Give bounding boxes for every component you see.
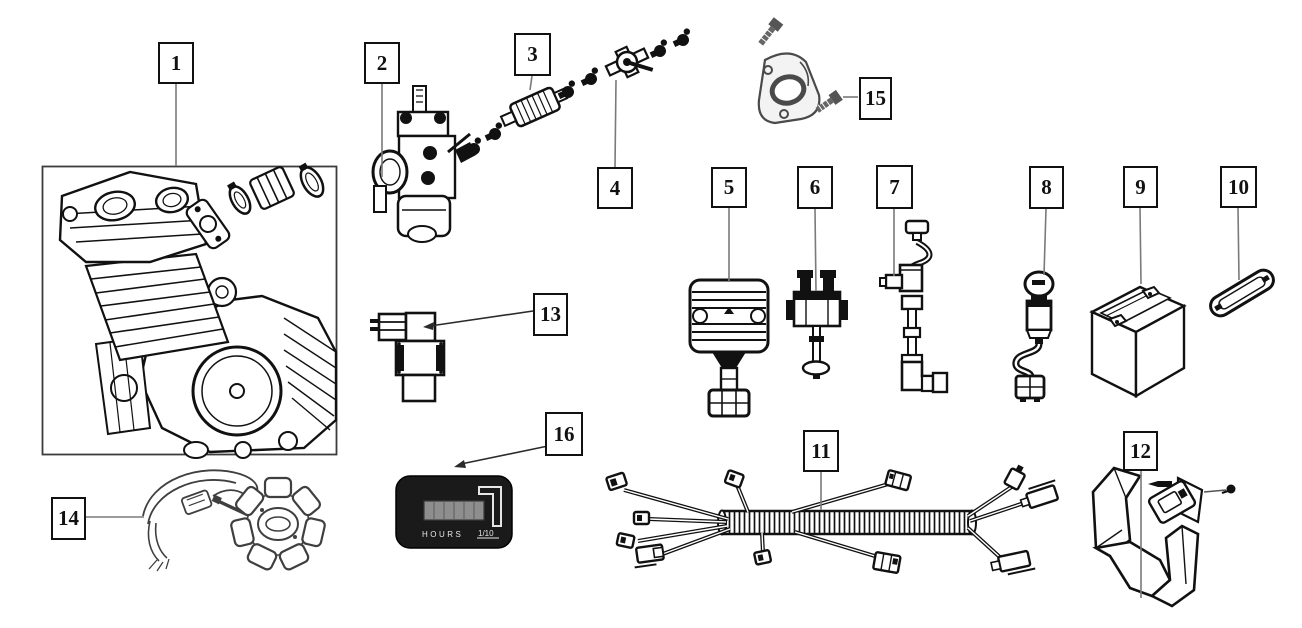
- callout-8[interactable]: 8: [1029, 166, 1064, 209]
- cdi-unit-drawing: [370, 311, 446, 403]
- callout-12[interactable]: 12: [1123, 431, 1158, 471]
- callout-4[interactable]: 4: [597, 167, 633, 209]
- callout-2[interactable]: 2: [364, 42, 400, 84]
- wiring-harness-drawing: [605, 464, 1059, 576]
- callout-7-number: 7: [889, 174, 900, 199]
- engine-assembly-drawing: [41, 162, 338, 459]
- leader-arrow-13: [423, 310, 534, 330]
- callout-9-number: 9: [1135, 174, 1146, 199]
- carburetor-drawing: [371, 85, 476, 243]
- hose-clamps-drawing: [463, 28, 691, 156]
- callout-7[interactable]: 7: [876, 165, 913, 209]
- leader-line-6: [814, 208, 817, 292]
- voltage-regulator-drawing: [688, 278, 770, 418]
- callout-14-number: 14: [58, 506, 79, 530]
- leader-line-8: [1043, 208, 1047, 276]
- callout-10-number: 10: [1228, 174, 1249, 199]
- flange-bolt-icon: [758, 17, 784, 46]
- fuel-line-drawing: [463, 28, 691, 156]
- callout-16[interactable]: 16: [545, 412, 583, 456]
- callout-3[interactable]: 3: [514, 33, 551, 76]
- callout-1[interactable]: 1: [158, 42, 194, 84]
- callout-12-number: 12: [1130, 438, 1151, 463]
- stator-magneto-drawing: [142, 469, 326, 572]
- callout-9[interactable]: 9: [1123, 166, 1158, 208]
- flange-bolt-icon: [815, 89, 843, 113]
- callout-13-number: 13: [540, 302, 561, 326]
- harness-wires: [623, 481, 1028, 562]
- key-switch-drawing: [1012, 270, 1055, 402]
- leader-arrow-16: [454, 445, 549, 468]
- callout-16-number: 16: [553, 421, 575, 446]
- callout-11-number: 11: [811, 438, 831, 463]
- hour-meter-drawing: HOURS 1/10: [395, 475, 513, 549]
- battery-drawing: [1089, 285, 1187, 399]
- callout-2-number: 2: [376, 50, 388, 75]
- callout-1-number: 1: [170, 50, 182, 75]
- hour-meter-scale: 1/10: [478, 529, 494, 538]
- harness-connectors: [605, 464, 1059, 576]
- callout-10[interactable]: 10: [1220, 166, 1257, 208]
- hour-meter-label: HOURS: [422, 530, 463, 539]
- leader-line-3: [529, 75, 533, 91]
- fuel-filter-drawing: [499, 86, 569, 128]
- callout-15-number: 15: [865, 86, 886, 110]
- callout-6[interactable]: 6: [797, 166, 833, 209]
- callout-3-number: 3: [527, 42, 538, 66]
- stator-coils: [230, 476, 326, 571]
- callout-5[interactable]: 5: [711, 167, 747, 208]
- callout-13[interactable]: 13: [533, 293, 568, 336]
- callout-8-number: 8: [1041, 175, 1052, 199]
- battery-strap-drawing: [1209, 268, 1275, 318]
- intake-flange-drawing: [757, 17, 843, 125]
- callout-11[interactable]: 11: [803, 430, 839, 472]
- leader-line-4: [614, 79, 617, 168]
- callout-4-number: 4: [609, 175, 621, 200]
- leader-line-10: [1237, 207, 1240, 281]
- bracket-with-switch-drawing: [1091, 466, 1236, 608]
- fuel-valve-drawing: [604, 45, 654, 79]
- callout-15[interactable]: 15: [859, 77, 892, 120]
- ignition-coil-drawing: [786, 270, 848, 379]
- leader-lines: [86, 75, 1240, 598]
- callout-14[interactable]: 14: [51, 497, 86, 540]
- callout-5-number: 5: [723, 175, 735, 199]
- leader-line-9: [1139, 207, 1142, 285]
- fuel-pump-sensor-drawing: [879, 219, 949, 394]
- callout-6-number: 6: [809, 175, 821, 199]
